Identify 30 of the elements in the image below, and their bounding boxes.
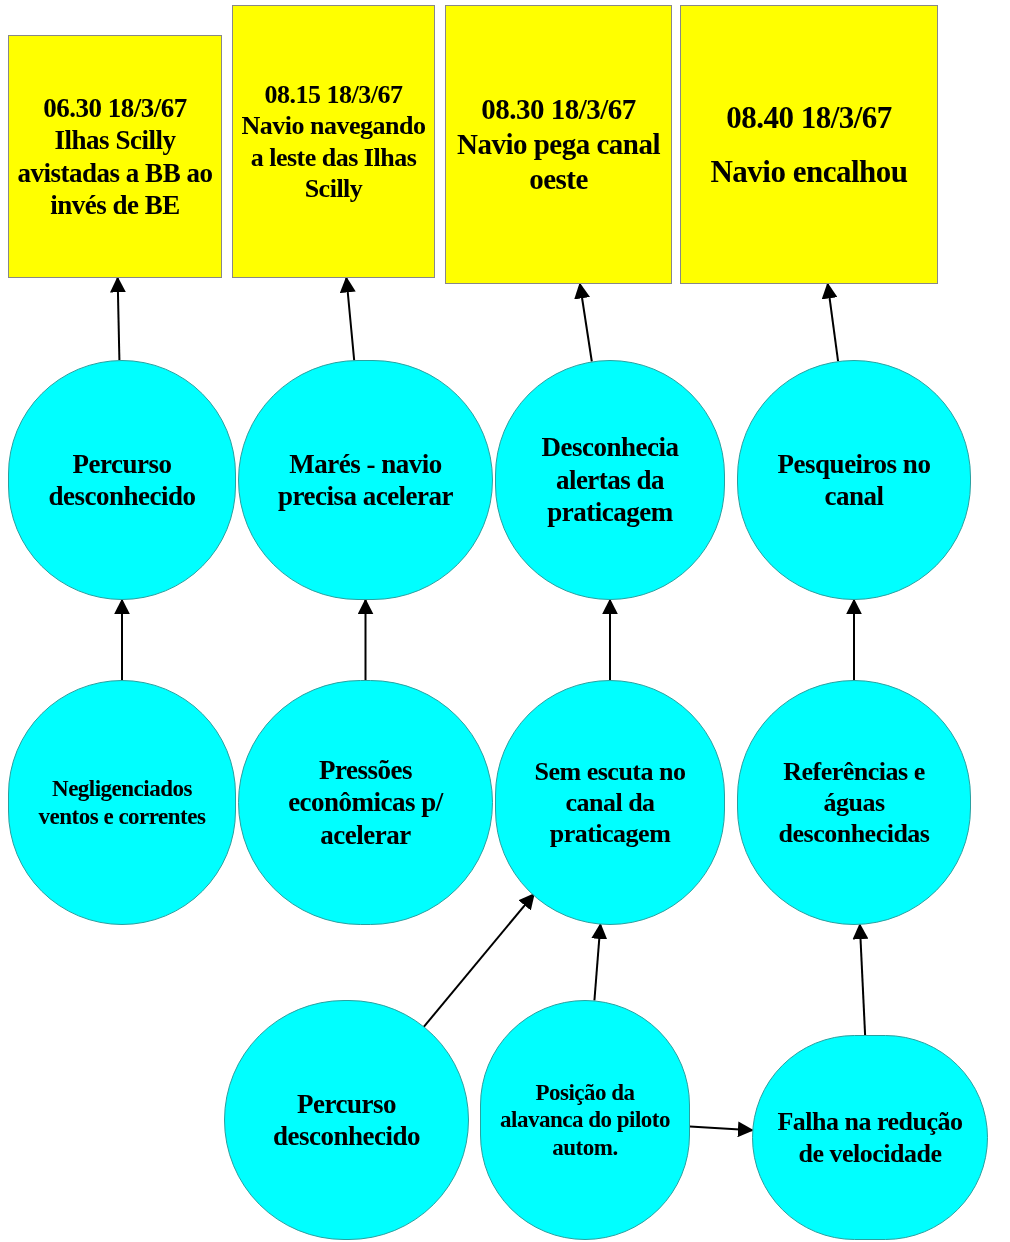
arrow [114,598,130,681]
arrow [109,276,126,362]
cause-text: Marés - navio precisa acelerar [276,447,455,513]
arrow [357,598,374,681]
arrow [339,276,356,362]
event-text: 06.30 18/3/67 Ilhas Scilly avistadas a BB ao invés de BE [16,91,214,222]
event-text: 08.15 18/3/67 Navio navegando a leste das Ilhas Scilly [240,79,427,204]
cause-text: Percurso desconhecido [47,447,197,513]
arrow [591,923,608,1002]
cause-text: Percurso desconhecido [272,1087,421,1153]
arrow [852,923,869,1037]
cause-text: Falha na redução de velocidade [776,1106,964,1169]
event-box [232,5,435,278]
event-text: 08.30 18/3/67 Navio pega canal oeste [455,92,662,197]
arrow [846,598,862,681]
cause-text: Pressões econômicas p/ acelerar [287,753,445,852]
cause-text: Sem escuta no canal da praticagem [533,755,687,850]
cause-text: Negligenciados ventos e correntes [37,774,207,831]
arrow [688,1121,754,1138]
arrow [422,893,535,1028]
cause-text: Desconhecia alertas da praticagem [540,431,680,529]
event-box [445,5,672,284]
cause-text: Pesqueiros no canal [776,447,932,513]
cause-text: Referências e águas desconhecidas [777,755,931,850]
event-box [8,35,222,278]
arrow [602,598,618,681]
event-text: Navio encalhou [710,152,908,190]
event-box [680,5,938,284]
event-text: 08.40 18/3/67 [726,99,892,137]
cause-text: Posição da alavanca do piloto autom. [499,1078,671,1162]
